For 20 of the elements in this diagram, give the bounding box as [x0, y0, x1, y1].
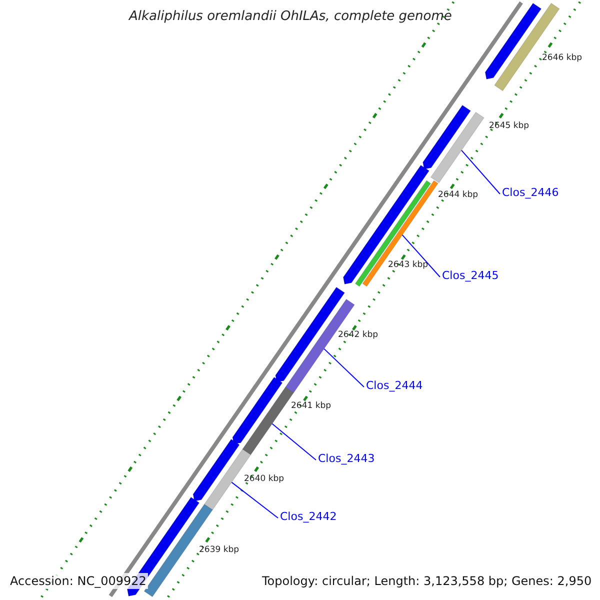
- title: Alkaliphilus oremlandii OhILAs, complete genome: [129, 9, 452, 24]
- scale-label: 2641 kbp: [291, 401, 332, 411]
- gene-label: Clos_2444: [366, 379, 423, 392]
- scale-label: 2646 kbp: [542, 53, 582, 63]
- leader-line: [324, 348, 364, 388]
- gene-bar: [430, 112, 484, 184]
- accession-note: Accession: NC_009922: [8, 573, 148, 589]
- scale-label: 2644 kbp: [438, 190, 478, 200]
- scale-label: 2643 kbp: [388, 260, 428, 270]
- gene-label: Clos_2443: [318, 452, 375, 465]
- scale-label: 2642 kbp: [338, 330, 378, 340]
- scale-label: 2639 kbp: [199, 545, 240, 555]
- leader-line: [231, 482, 278, 518]
- gene-label: Clos_2442: [280, 510, 337, 523]
- gene-label: Clos_2445: [442, 269, 499, 282]
- leader-line: [461, 150, 500, 194]
- gene-label: Clos_2446: [502, 186, 559, 199]
- gene-bar: [362, 180, 438, 287]
- genome-summary: Topology: circular; Length: 3,123,558 bp; Genes: 2,950: [260, 573, 594, 589]
- scale-label: 2640 kbp: [244, 474, 284, 484]
